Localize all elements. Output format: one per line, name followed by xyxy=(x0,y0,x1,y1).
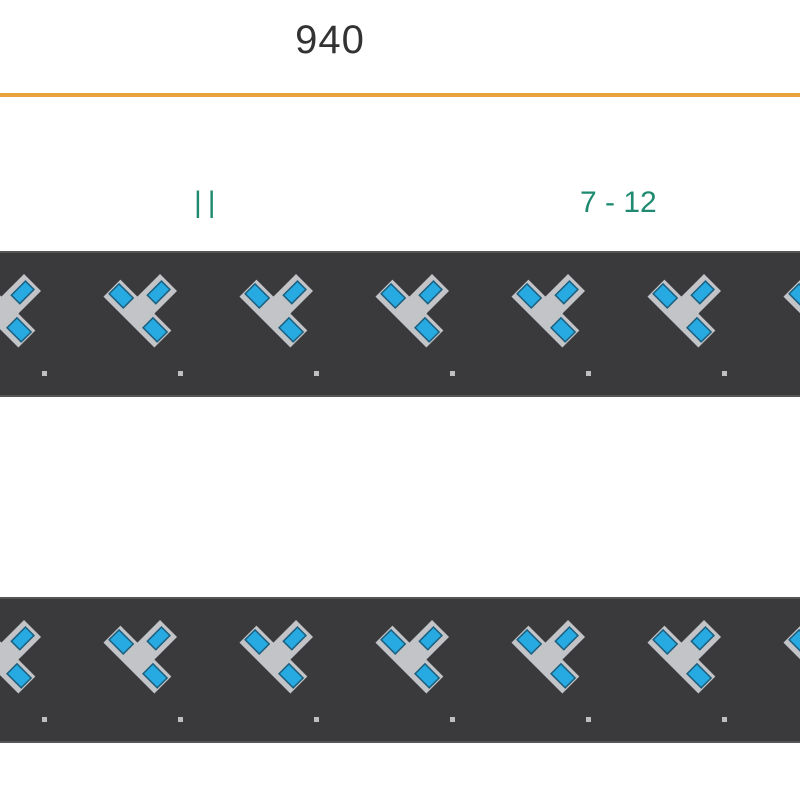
port-icon xyxy=(783,625,800,694)
port-icon xyxy=(647,619,722,694)
port-strip-top xyxy=(0,273,800,376)
dimension-label: 940 xyxy=(295,18,365,62)
port-icon xyxy=(0,619,42,694)
port-icon xyxy=(375,273,450,348)
port-icon xyxy=(375,619,450,694)
port-icon xyxy=(647,273,722,348)
port-strip-bottom xyxy=(0,619,800,722)
port-number-mark xyxy=(42,371,47,376)
port-icon xyxy=(511,273,586,348)
port-number-mark xyxy=(722,371,727,376)
port-icon xyxy=(103,619,178,694)
port-icon xyxy=(239,273,314,348)
port-icon xyxy=(511,619,586,694)
port-number-mark xyxy=(314,371,319,376)
group-marker-range: 7 - 12 xyxy=(580,186,657,219)
port-number-mark xyxy=(722,717,727,722)
dimension-line xyxy=(0,93,800,97)
port-number-mark xyxy=(450,717,455,722)
port-number-mark xyxy=(178,371,183,376)
port-number-mark xyxy=(586,371,591,376)
port-panel-bottom xyxy=(0,597,800,743)
port-number-mark xyxy=(314,717,319,722)
port-icon xyxy=(239,619,314,694)
port-icon xyxy=(103,273,178,348)
port-number-mark xyxy=(450,371,455,376)
port-icon xyxy=(783,279,800,348)
group-marker-bars: || xyxy=(194,186,222,219)
port-panel-top xyxy=(0,251,800,397)
port-number-mark xyxy=(586,717,591,722)
port-icon xyxy=(0,273,42,348)
port-number-mark xyxy=(42,717,47,722)
port-number-mark xyxy=(178,717,183,722)
